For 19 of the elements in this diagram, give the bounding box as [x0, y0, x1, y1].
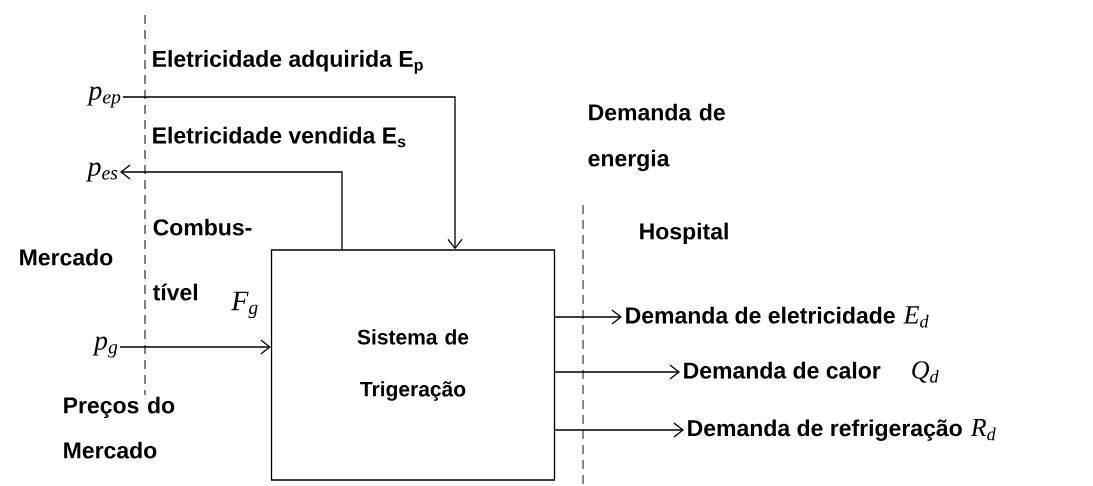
demand-label: Demanda de calor Q$_{d}$ — [684, 361, 939, 383]
edge-label: Eletricidade adquirida E$_{p}$ — [153, 50, 423, 74]
arrow — [554, 309, 622, 325]
system-box: Sistema de Trigeração — [270, 249, 556, 481]
edge-label: Eletricidade vendida E$_{s}$ — [153, 126, 406, 148]
arrow — [119, 339, 271, 355]
demand-label: Demanda de eletricidade E$_{d}$ — [626, 306, 929, 328]
region-label: Preços do Mercado — [64, 396, 175, 459]
region-label: Mercado — [20, 248, 113, 266]
price-symbol: p$_{g}$ — [92, 336, 118, 358]
arrow — [122, 96, 463, 250]
region-label: Demanda de energia — [588, 103, 725, 172]
price-symbol: p$_{es}$ — [85, 162, 118, 182]
arrow — [120, 164, 343, 250]
arrow — [554, 364, 680, 380]
demand-label: Demanda de refrigeração R$_{d}$ — [688, 419, 996, 441]
arrow — [554, 422, 684, 438]
region-label: Hospital — [640, 222, 728, 245]
price-symbol: p$_{ep}$ — [86, 86, 121, 108]
